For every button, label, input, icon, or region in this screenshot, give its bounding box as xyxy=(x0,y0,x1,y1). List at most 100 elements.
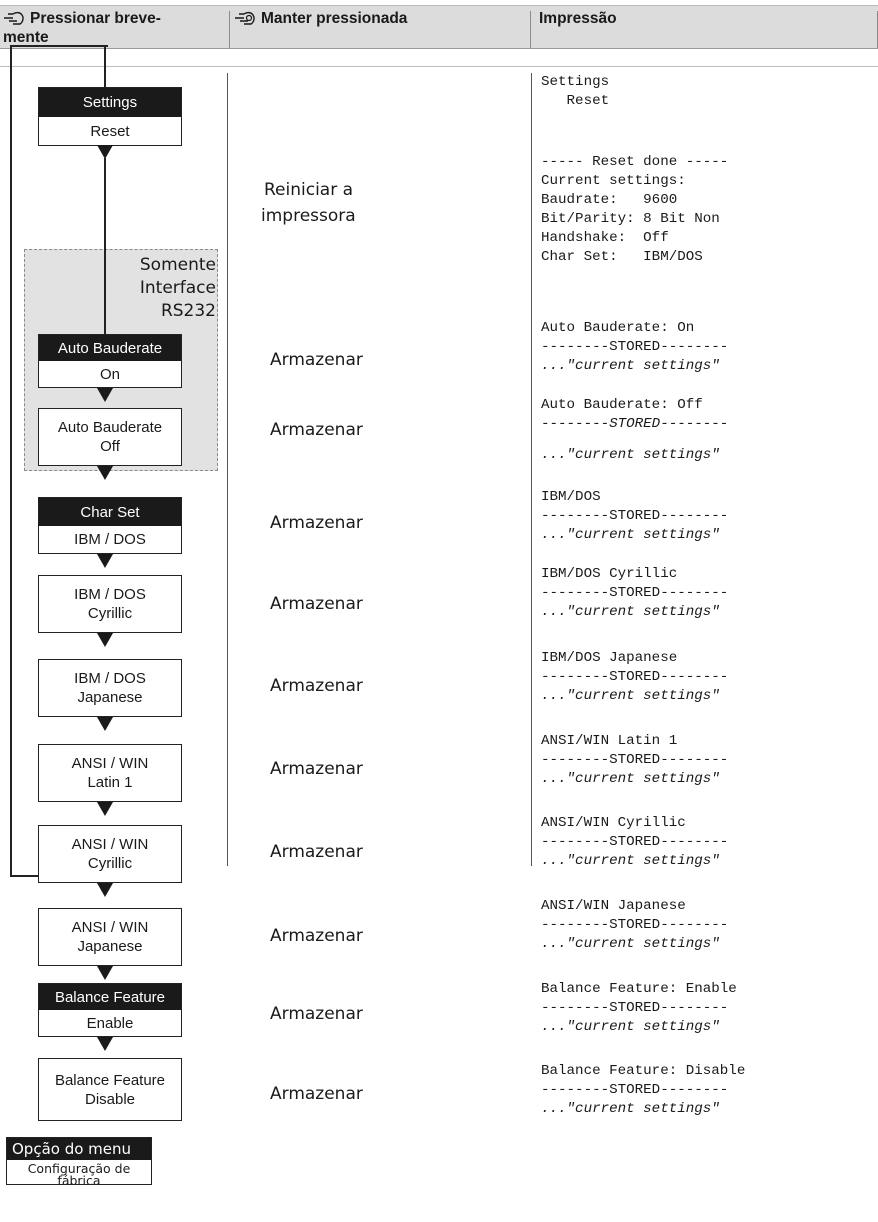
printout-line: Settings xyxy=(541,74,610,90)
printout-line: ..."current settings" xyxy=(541,604,720,620)
flow-arrow xyxy=(97,717,113,731)
flow-line xyxy=(104,248,106,334)
flow-arrow xyxy=(97,883,113,897)
printout-line: Balance Feature: Disable xyxy=(541,1063,746,1079)
printout-ibm-dos: IBM/DOS --------STORED-------- ..."current… xyxy=(541,488,728,545)
action-store: Armazenar xyxy=(270,420,363,440)
menu-box-line: ANSI / WIN xyxy=(71,755,149,772)
menu-box-line: Latin 1 xyxy=(87,774,133,791)
printout-line: --------STORED-------- xyxy=(541,585,729,601)
column-header-short-press-line2: mente xyxy=(3,29,49,46)
rs232-note-line: RS232 xyxy=(160,301,216,321)
printout-line: Char Set: IBM/DOS xyxy=(541,249,703,265)
menu-box-line: Japanese xyxy=(77,689,143,706)
column-divider xyxy=(227,73,228,866)
printout-line: Bit/Parity: 8 Bit Non xyxy=(541,211,720,227)
menu-box-value: On xyxy=(39,361,181,387)
menu-box-auto-bauderate-on[interactable]: Auto Bauderate On xyxy=(38,334,182,388)
printout-ibm-dos-japanese: IBM/DOS Japanese--------STORED--------..… xyxy=(541,649,728,706)
column-header-long-press: Manter pressionada xyxy=(234,6,524,48)
menu-box-line: Disable xyxy=(84,1090,136,1108)
menu-box-auto-bauderate-off[interactable]: Auto Bauderate Off xyxy=(38,408,182,466)
printout-line: IBM/DOS Cyrillic xyxy=(541,566,678,582)
menu-box-value: IBM / DOS xyxy=(39,526,181,553)
hand-tap-icon xyxy=(3,11,25,26)
printout-line: --------STORED-------- xyxy=(541,1082,729,1098)
header-divider xyxy=(530,11,531,48)
table-header: Pressionar breve- mente Manter pressiona… xyxy=(0,5,878,49)
action-store: Armazenar xyxy=(270,594,363,614)
menu-box-balance-feature-disable[interactable]: Balance Feature Disable xyxy=(38,1058,182,1121)
action-store: Armazenar xyxy=(270,1084,363,1104)
printout-line: --------STORED-------- xyxy=(541,339,729,355)
printout-line: ..."current settings" xyxy=(541,1019,720,1035)
flow-arrow xyxy=(97,466,113,480)
flow-line xyxy=(104,45,106,87)
column-divider xyxy=(531,73,532,866)
menu-box-ansi-win-japanese[interactable]: ANSI / WIN Japanese xyxy=(38,908,182,966)
flow-arrow xyxy=(97,388,113,402)
header-divider xyxy=(229,11,230,48)
menu-box-line: ANSI / WIN xyxy=(71,836,149,853)
printout-line: ..."current settings" xyxy=(541,527,720,543)
menu-box-title: Settings xyxy=(39,88,181,117)
action-store: Armazenar xyxy=(270,1004,363,1024)
loop-line-left xyxy=(10,45,12,877)
printout-line: IBM/DOS xyxy=(541,489,601,505)
action-store: Armazenar xyxy=(270,513,363,533)
flow-arrow xyxy=(97,966,113,980)
printout-line: IBM/DOS Japanese xyxy=(541,650,678,666)
loop-line-top xyxy=(10,45,108,47)
printout-line: --------STORED-------- xyxy=(541,416,729,432)
printout-line: ..."current settings" xyxy=(541,447,720,463)
printout-line: ..."current settings" xyxy=(541,1101,720,1117)
printout-auto-bauderate-off: Auto Bauderate: Off --------STORED-------… xyxy=(541,396,728,465)
flow-line xyxy=(104,158,106,248)
column-header-printout: Impressão xyxy=(539,6,839,48)
menu-box-line: ANSI / WIN xyxy=(71,919,149,936)
printout-line: --------STORED-------- xyxy=(541,669,729,685)
legend-menu-option: Opção do menu Configuração de fábrica xyxy=(6,1137,152,1185)
printout-balance-feature-enable: Balance Feature: Enable--------STORED---… xyxy=(541,980,737,1037)
legend-factory-setting: Configuração de fábrica xyxy=(7,1160,151,1184)
rs232-note-line: Interface xyxy=(139,278,216,298)
printout-reset: ----- Reset done -----Current settings:B… xyxy=(541,153,728,267)
printout-line: Baudrate: 9600 xyxy=(541,192,678,208)
printout-line: Auto Bauderate: Off xyxy=(541,397,703,413)
action-line: Reiniciar a xyxy=(264,180,354,200)
printout-line: --------STORED-------- xyxy=(541,752,729,768)
printout-line: Handshake: Off xyxy=(541,230,669,246)
printout-line: ..."current settings" xyxy=(541,771,720,787)
flow-arrow xyxy=(97,145,113,159)
printout-line: ANSI/WIN Japanese xyxy=(541,898,686,914)
printout-line: --------STORED-------- xyxy=(541,508,729,524)
printout-line: ..."current settings" xyxy=(541,936,720,952)
action-store: Armazenar xyxy=(270,676,363,696)
column-header-printout-label: Impressão xyxy=(539,10,617,27)
column-header-short-press: Pressionar breve- mente xyxy=(3,6,223,48)
action-store: Armazenar xyxy=(270,842,363,862)
hand-hold-icon xyxy=(234,11,256,26)
menu-box-ibm-dos-cyrillic[interactable]: IBM / DOS Cyrillic xyxy=(38,575,182,633)
printout-balance-feature-disable: Balance Feature: Disable --------STORED--… xyxy=(541,1062,745,1119)
menu-box-line: Cyrillic xyxy=(87,605,133,622)
menu-box-line: Auto Bauderate xyxy=(57,419,163,436)
menu-box-ansi-win-latin1[interactable]: ANSI / WIN Latin 1 xyxy=(38,744,182,802)
menu-box-balance-feature-enable[interactable]: Balance Feature Enable xyxy=(38,983,182,1037)
menu-box-line: IBM / DOS xyxy=(74,586,146,603)
menu-box-settings[interactable]: Settings Reset xyxy=(38,87,182,146)
legend-title: Opção do menu xyxy=(7,1138,151,1160)
printout-line: --------STORED-------- xyxy=(541,917,729,933)
action-reset-printer: Reiniciar a impressora xyxy=(261,177,356,229)
printout-ansi-win-japanese: ANSI/WIN Japanese --------STORED--------.… xyxy=(541,897,728,954)
action-store: Armazenar xyxy=(270,759,363,779)
printout-auto-bauderate-on: Auto Bauderate: On--------STORED--------… xyxy=(541,319,728,376)
menu-box-ansi-win-cyrillic[interactable]: ANSI / WIN Cyrillic xyxy=(38,825,182,883)
menu-box-ibm-dos-japanese[interactable]: IBM / DOS Japanese xyxy=(38,659,182,717)
menu-box-char-set[interactable]: Char Set IBM / DOS xyxy=(38,497,182,554)
printout-line: ..."current settings" xyxy=(541,853,720,869)
menu-box-line: Off xyxy=(100,438,120,455)
printout-ibm-dos-cyrillic: IBM/DOS Cyrillic --------STORED--------..… xyxy=(541,565,728,622)
printout-settings: Settings Reset xyxy=(541,73,609,111)
printout-line: --------STORED-------- xyxy=(541,834,729,850)
